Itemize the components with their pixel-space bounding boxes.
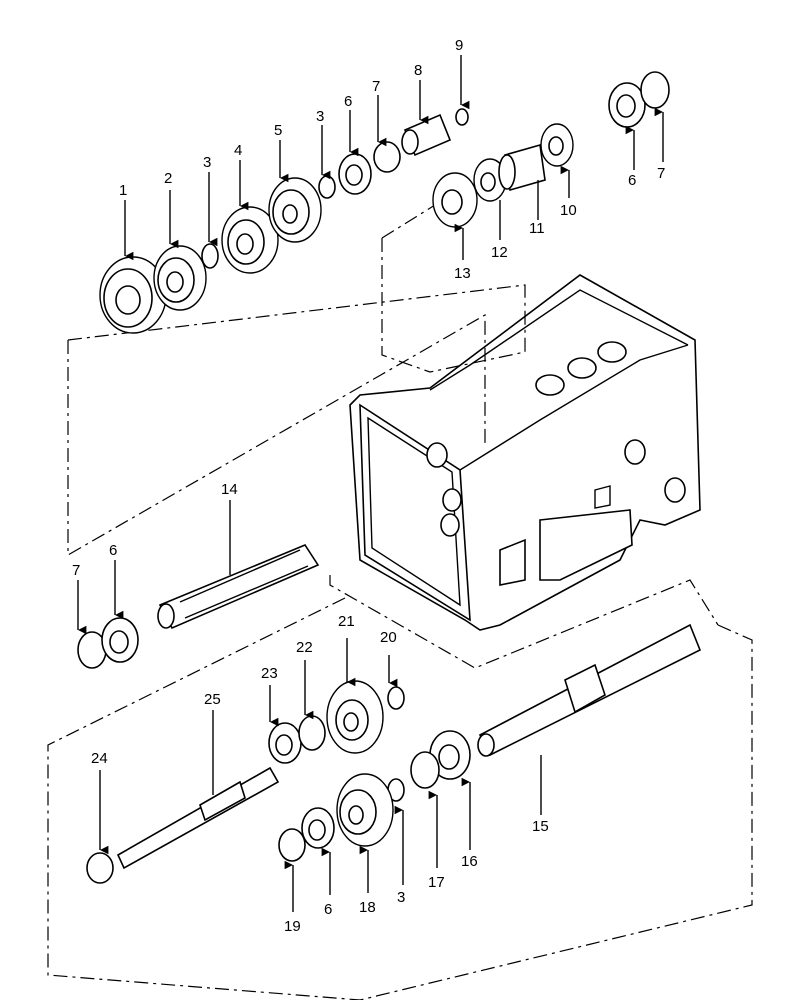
circlip	[373, 141, 401, 173]
gear-5	[268, 177, 322, 243]
shaft-15	[477, 623, 702, 757]
snap-ring	[201, 243, 219, 269]
label-19: 19	[284, 918, 301, 935]
label-9: 9	[455, 37, 463, 54]
bearing-23	[268, 722, 302, 764]
label-22: 22	[296, 639, 313, 656]
label-15: 15	[532, 818, 549, 835]
gear-10	[540, 123, 574, 167]
gear-18	[336, 773, 394, 847]
snap-ring	[387, 686, 405, 710]
label-23: 23	[261, 665, 278, 682]
label-18: 18	[359, 899, 376, 916]
label-14: 14	[221, 481, 238, 498]
bearing	[429, 730, 471, 780]
transmission-housing	[349, 274, 701, 631]
label-20: 20	[380, 629, 397, 646]
label-5: 5	[274, 122, 282, 139]
circlip	[640, 71, 670, 109]
shaft-14	[157, 544, 320, 630]
callouts: 1 2 3 4 5 3 6 7 8 9 6 7 10 11 12 13 14 7	[72, 37, 665, 935]
gear-1	[99, 256, 167, 334]
bearing	[608, 82, 646, 128]
label-10: 10	[560, 202, 577, 219]
washer-24	[86, 852, 114, 884]
label-6: 6	[628, 172, 636, 189]
label-4: 4	[234, 142, 242, 159]
shaft-25	[116, 766, 280, 870]
sleeve-11	[498, 143, 546, 192]
label-7: 7	[372, 78, 380, 95]
label-16: 16	[461, 853, 478, 870]
label-21: 21	[338, 613, 355, 630]
label-8: 8	[414, 62, 422, 79]
label-6: 6	[109, 542, 117, 559]
label-25: 25	[204, 691, 221, 708]
circlip	[410, 751, 440, 789]
gear-2	[153, 245, 207, 311]
label-12: 12	[491, 244, 508, 261]
label-7: 7	[72, 562, 80, 579]
label-11: 11	[529, 220, 545, 237]
gear-4	[221, 206, 279, 274]
snap-ring	[455, 108, 469, 126]
bearing	[338, 153, 372, 195]
bearing	[101, 617, 139, 663]
label-13: 13	[454, 265, 471, 282]
label-3: 3	[203, 154, 211, 171]
cap-19	[278, 828, 306, 862]
label-1: 1	[119, 182, 127, 199]
gear-21	[326, 680, 384, 754]
label-3: 3	[397, 889, 405, 906]
gear-13	[432, 172, 478, 228]
gear-12	[473, 158, 507, 202]
label-6: 6	[344, 93, 352, 110]
label-17: 17	[428, 874, 445, 891]
label-2: 2	[164, 170, 172, 187]
label-6: 6	[324, 901, 332, 918]
label-3: 3	[316, 108, 324, 125]
label-7: 7	[657, 165, 665, 182]
spacer-sleeve	[401, 113, 452, 157]
snap-ring	[318, 175, 336, 199]
bearing	[301, 807, 335, 849]
label-24: 24	[91, 750, 108, 767]
circlip	[298, 715, 326, 751]
